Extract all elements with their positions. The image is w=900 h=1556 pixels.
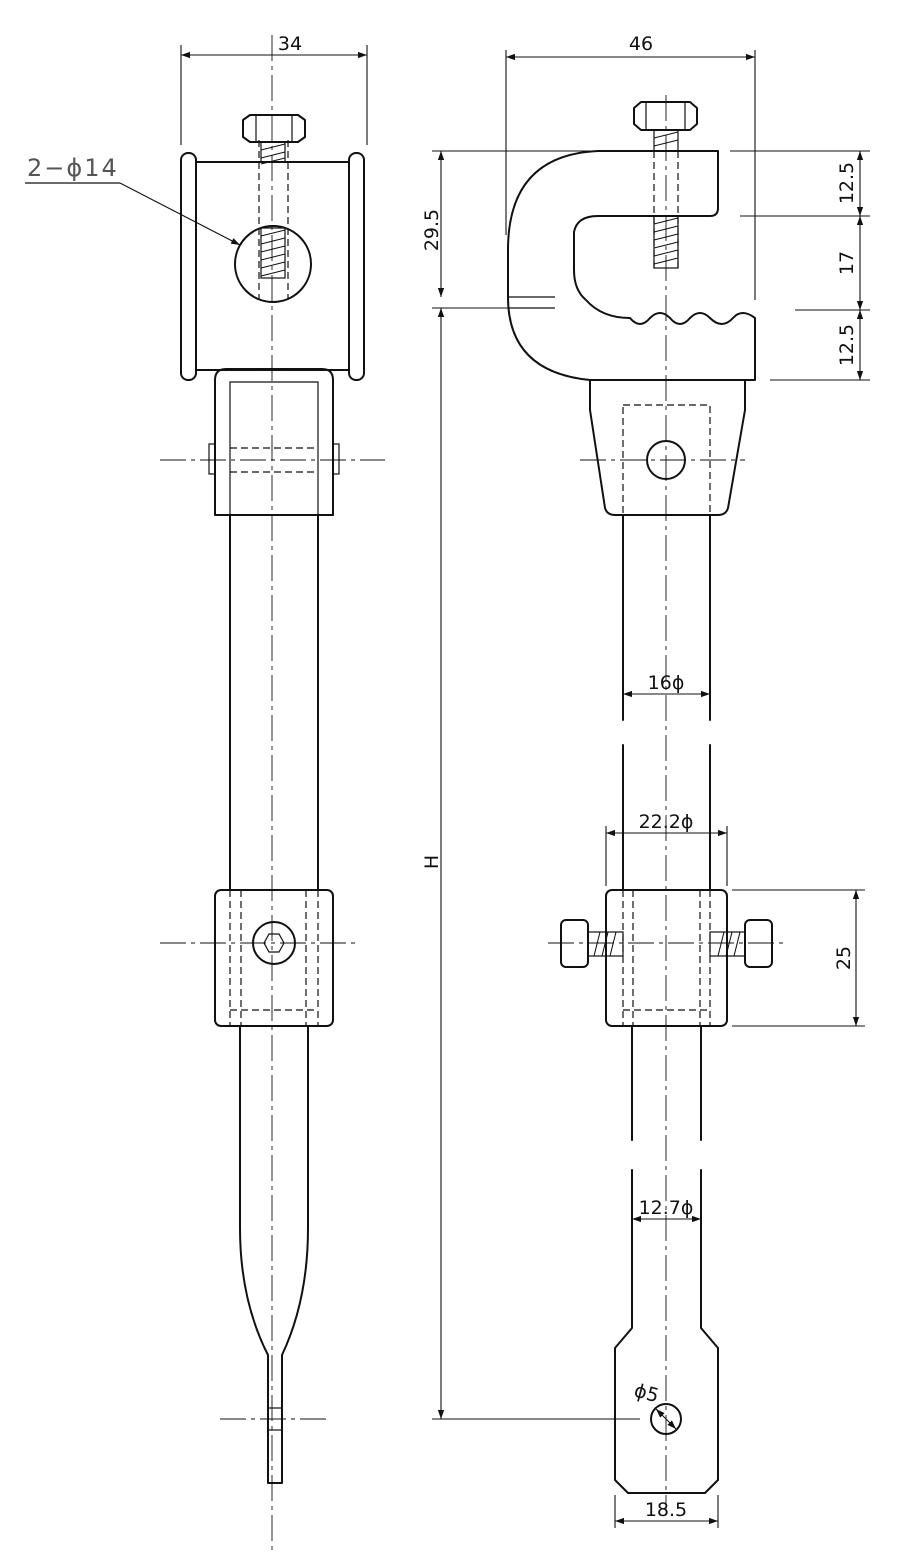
hex-bolt	[242, 114, 306, 165]
dim-lower-rod: 12.7ϕ	[632, 1197, 701, 1223]
dim-label-h: H	[421, 855, 443, 869]
front-view: 34 2−ϕ14	[25, 33, 385, 1550]
mount-hole	[234, 225, 312, 303]
dim-label-top-flange: 12.5	[836, 162, 858, 204]
dim-coupler-length: 25	[732, 889, 865, 1027]
lower-rod	[239, 1025, 309, 1484]
dim-label-bottom-flange: 12.5	[836, 324, 858, 366]
dim-left-width: 34	[180, 33, 368, 145]
side-hex-bolt	[633, 101, 698, 269]
dim-label-jaw-gap: 17	[836, 251, 858, 275]
upper-rod	[229, 514, 319, 891]
dim-end-width: 18.5	[614, 1495, 719, 1528]
hole-callout-label: 2−ϕ14	[27, 154, 119, 182]
dim-label-5: ϕ5	[632, 1380, 661, 1408]
dim-label-46: 46	[629, 33, 653, 55]
side-coupler	[560, 889, 773, 1027]
clamp-body	[180, 140, 365, 381]
dim-label-16: 16ϕ	[648, 672, 685, 694]
hole-callout: 2−ϕ14	[25, 154, 241, 246]
dim-label-18-5: 18.5	[645, 1499, 687, 1521]
pin-hole	[650, 1403, 682, 1435]
dim-upper-rod: 16ϕ	[623, 672, 710, 698]
dim-opening: 29.5	[421, 150, 598, 309]
c-clamp	[507, 150, 756, 381]
dim-clamp-heights: 12.5 17 12.5	[730, 150, 870, 381]
side-upper-rod	[622, 514, 711, 721]
dim-label-12-7: 12.7ϕ	[639, 1197, 694, 1219]
dim-label-22-2: 22.2ϕ	[639, 811, 694, 833]
dim-label-29-5: 29.5	[421, 209, 443, 251]
dim-coupler-dia: 22.2ϕ	[605, 811, 728, 886]
dim-right-width: 46	[505, 33, 756, 300]
side-lower-rod	[631, 1025, 702, 1141]
swivel-bracket	[208, 368, 340, 516]
coupler	[214, 889, 334, 1027]
side-view: 46 29.5 H 12.5 17 12.5	[421, 33, 870, 1528]
dim-label-34: 34	[278, 33, 302, 55]
dim-label-25: 25	[833, 946, 855, 970]
swivel-head	[589, 379, 746, 516]
dim-overall-height: H	[421, 308, 640, 1420]
